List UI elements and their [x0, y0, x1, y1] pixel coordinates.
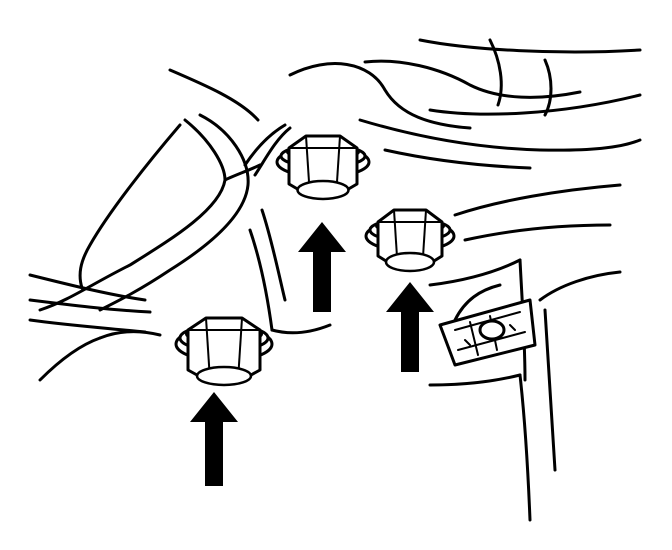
arrow-up-icon — [386, 282, 434, 372]
hex-bolt-icon — [275, 134, 371, 201]
arrow-up-icon — [190, 392, 238, 486]
retaining-clip — [438, 298, 537, 367]
hex-bolt-icon — [174, 316, 274, 387]
hex-bolt-icon — [364, 208, 456, 273]
housing-outline — [28, 38, 642, 522]
arrow-up-icon — [298, 222, 346, 312]
